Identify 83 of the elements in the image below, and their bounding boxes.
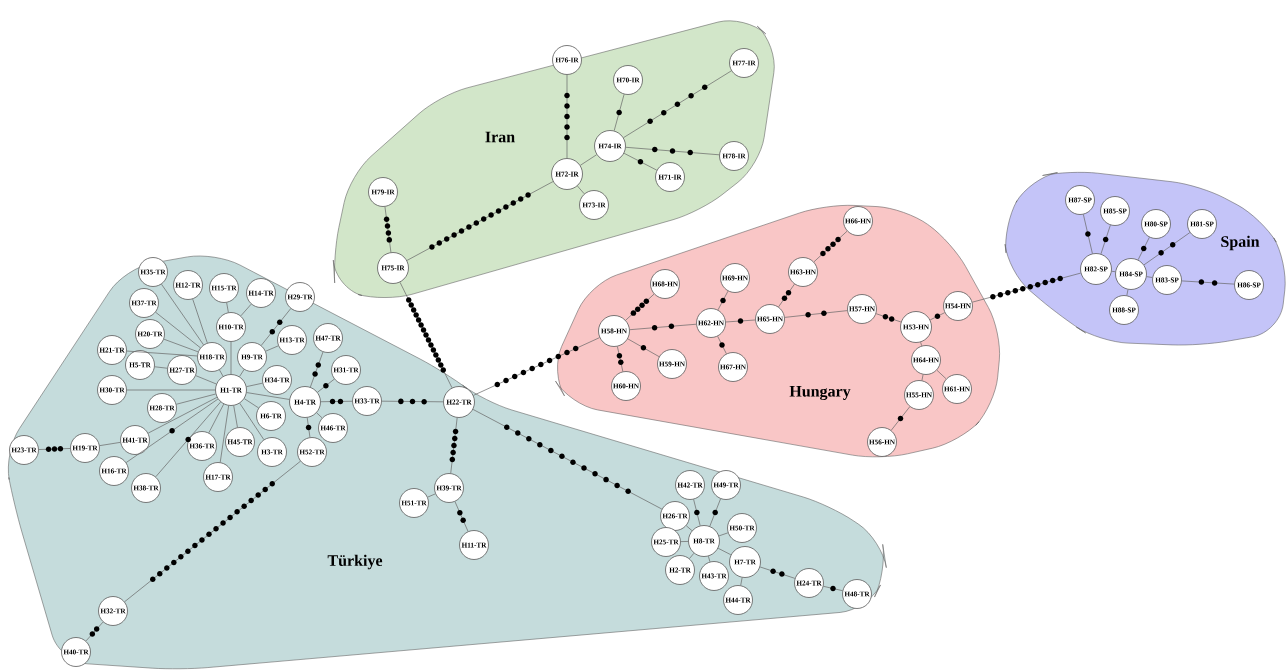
connector — [685, 525, 693, 531]
connector — [195, 375, 217, 385]
connector — [246, 382, 263, 387]
connector — [784, 310, 848, 318]
connector — [1146, 276, 1153, 278]
connector — [1083, 214, 1093, 254]
connector — [1100, 224, 1111, 255]
connector — [920, 341, 923, 347]
connector — [126, 350, 198, 357]
connector — [580, 154, 598, 166]
connector — [406, 181, 554, 261]
connector — [154, 366, 168, 369]
connector — [230, 341, 232, 375]
connector — [823, 586, 843, 592]
connector — [1143, 232, 1191, 266]
connector — [233, 405, 238, 428]
connector — [566, 74, 568, 159]
connector — [813, 230, 848, 263]
connector — [617, 346, 624, 372]
connector — [239, 402, 265, 440]
connector — [246, 392, 290, 400]
connector — [890, 406, 911, 431]
connector — [155, 401, 221, 478]
connector — [427, 493, 436, 498]
connector — [473, 337, 600, 396]
connector — [1111, 270, 1116, 273]
connector — [875, 313, 902, 323]
connector — [454, 501, 469, 532]
connector — [265, 345, 279, 352]
connector — [219, 405, 229, 463]
connector — [709, 498, 721, 527]
connector — [759, 566, 796, 579]
connector — [689, 552, 695, 559]
connector — [450, 417, 458, 474]
connector — [99, 442, 121, 446]
connector — [147, 397, 218, 434]
connector — [399, 281, 453, 389]
connector — [125, 398, 219, 463]
connector — [163, 338, 199, 353]
connector — [1181, 280, 1235, 285]
connector — [972, 272, 1081, 303]
connector — [708, 555, 711, 563]
connector — [155, 311, 201, 349]
connector — [1126, 289, 1129, 296]
connector — [778, 283, 795, 308]
connector — [38, 448, 71, 450]
connector — [623, 70, 732, 138]
connector — [929, 312, 946, 321]
connector — [176, 393, 216, 405]
connector — [239, 369, 245, 377]
connector — [384, 206, 392, 253]
connector — [85, 621, 104, 642]
connector — [192, 298, 208, 344]
connector — [936, 369, 947, 380]
connector — [161, 283, 204, 346]
connector — [316, 412, 323, 419]
connector — [623, 152, 658, 171]
connector — [219, 369, 224, 377]
connector — [680, 541, 689, 542]
connector — [717, 335, 727, 355]
connector — [717, 290, 729, 311]
connector — [629, 323, 697, 331]
connector — [320, 400, 353, 403]
connector — [921, 374, 924, 381]
connector — [718, 532, 729, 537]
connector — [381, 400, 444, 403]
connector — [126, 389, 216, 391]
connector — [740, 577, 743, 586]
connector — [208, 403, 225, 434]
connector — [725, 319, 756, 323]
connector — [577, 185, 585, 195]
connector — [124, 460, 301, 603]
connector — [244, 398, 259, 409]
connector — [306, 417, 311, 438]
connector — [717, 547, 732, 556]
connector — [693, 499, 701, 526]
connector — [240, 303, 252, 317]
connector — [472, 409, 663, 510]
connector — [625, 146, 720, 156]
connector — [226, 302, 229, 313]
connector — [627, 338, 660, 357]
connector — [317, 378, 335, 393]
connector — [1137, 237, 1150, 261]
